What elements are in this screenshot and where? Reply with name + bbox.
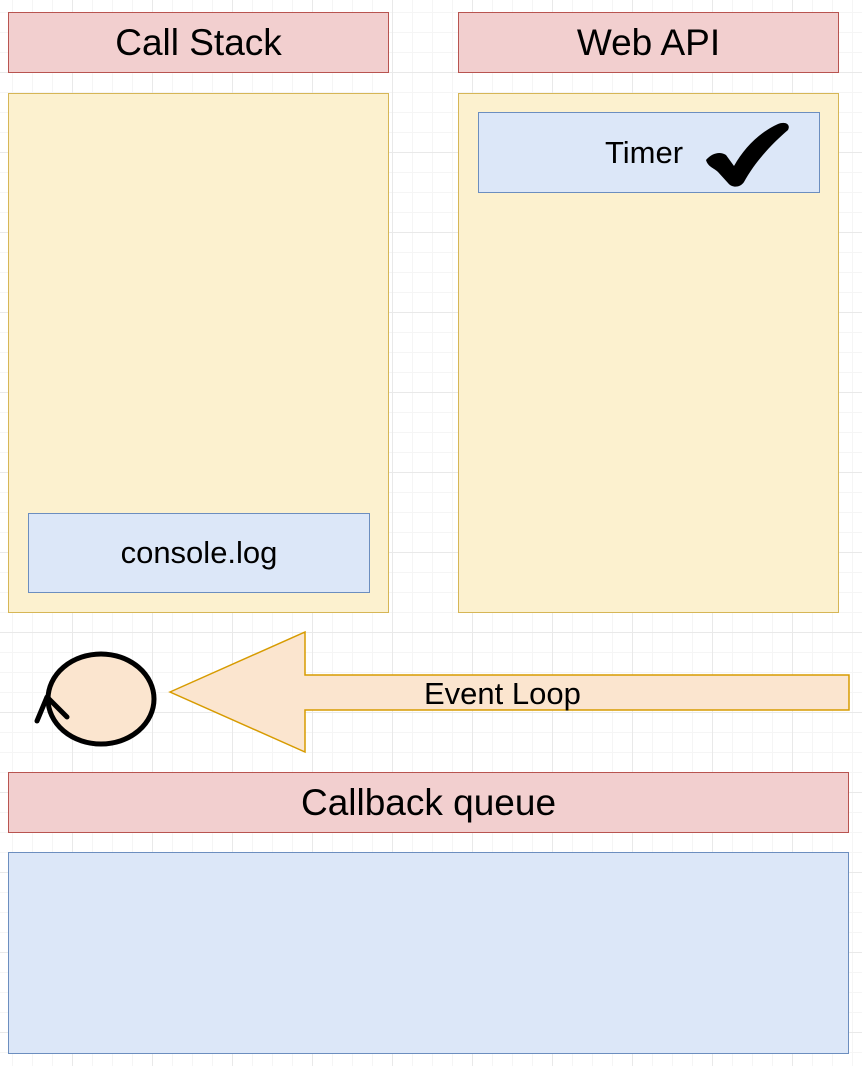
web-api-header: Web API [458,12,839,73]
call-stack-item-console-log[interactable]: console.log [28,513,370,593]
callback-queue-panel [8,852,849,1054]
checkmark-icon [704,120,792,188]
event-loop-label: Event Loop [424,676,581,711]
callback-queue-title: Callback queue [300,781,557,823]
call-stack-header: Call Stack [8,12,389,73]
web-api-item-label: Timer [604,134,684,170]
call-stack-item-label: console.log [120,535,278,570]
web-api-title: Web API [576,21,721,63]
loop-icon [28,645,163,755]
callback-queue-header: Callback queue [8,772,849,833]
event-loop-arrow [160,628,862,758]
call-stack-title: Call Stack [115,21,282,63]
